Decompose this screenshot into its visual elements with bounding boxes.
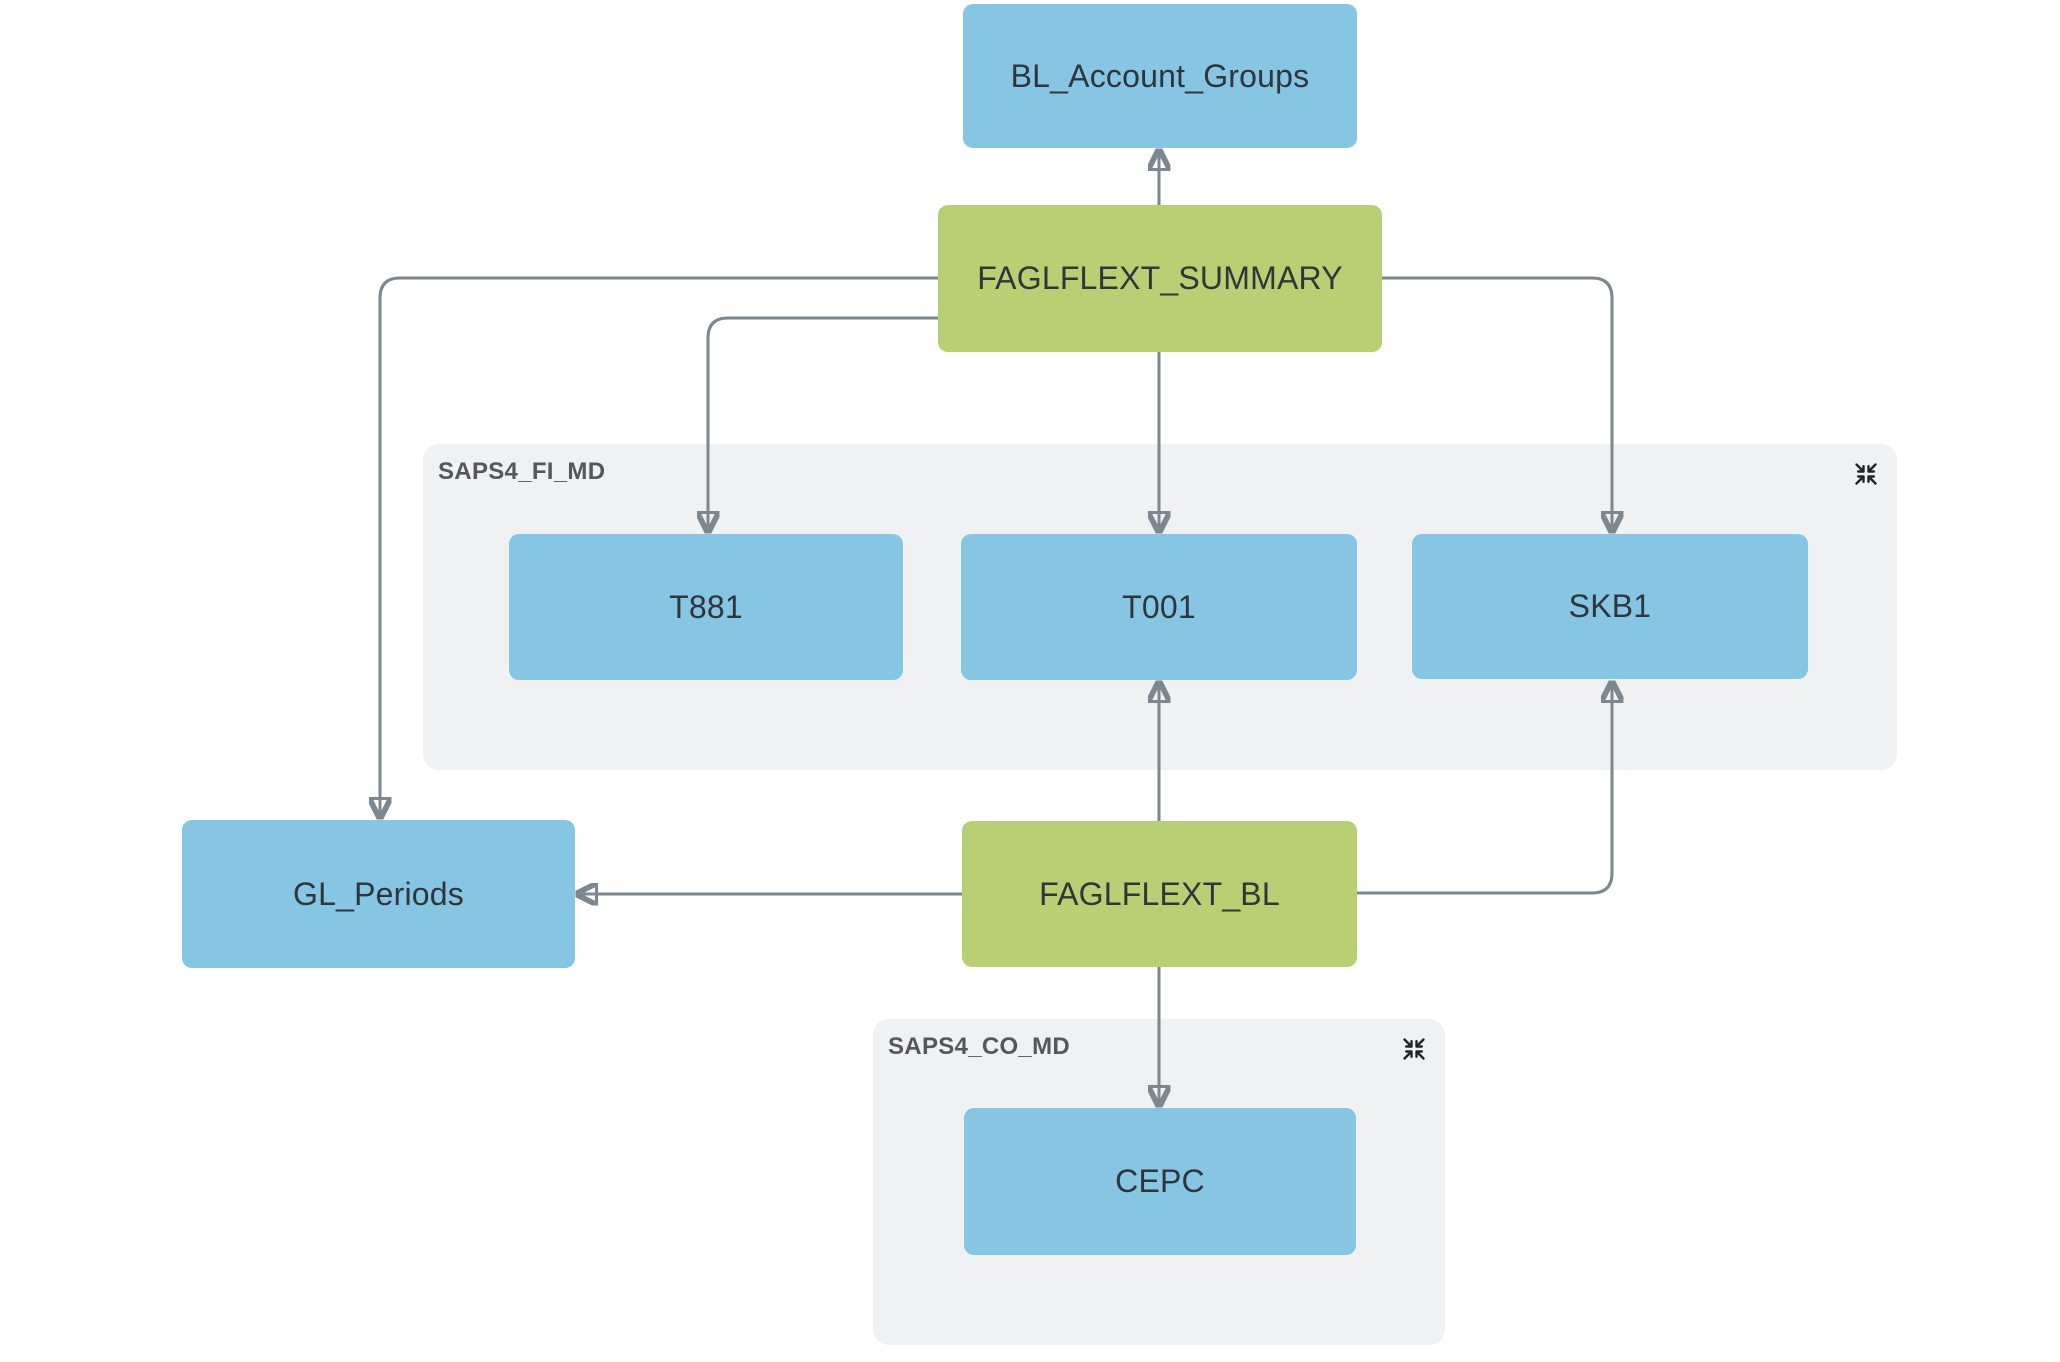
node-cepc[interactable]: CEPC	[964, 1108, 1356, 1255]
group-label: SAPS4_CO_MD	[888, 1033, 1071, 1060]
node-t001[interactable]: T001	[961, 534, 1357, 680]
edge-summary-to-skb1	[1382, 276, 1612, 529]
node-t881[interactable]: T881	[509, 534, 903, 680]
node-label: SKB1	[1568, 588, 1652, 624]
node-bl-account-groups[interactable]: BL_Account_Groups	[963, 4, 1357, 148]
node-faglflext-summary[interactable]: FAGLFLEXT_SUMMARY	[938, 205, 1382, 352]
node-label: FAGLFLEXT_BL	[1039, 875, 1280, 912]
node-label: T001	[1122, 588, 1196, 625]
collapse-icon	[1855, 463, 1877, 485]
node-label: BL_Account_Groups	[1010, 57, 1310, 94]
edge-bl-to-skb1	[1357, 685, 1612, 895]
node-label: GL_Periods	[293, 875, 464, 912]
edge-summary-to-t881	[708, 316, 938, 529]
node-label: FAGLFLEXT_SUMMARY	[977, 260, 1343, 296]
group-collapse-button[interactable]	[1399, 1034, 1429, 1064]
node-faglflext-bl[interactable]: FAGLFLEXT_BL	[962, 821, 1357, 967]
node-skb1[interactable]: SKB1	[1412, 534, 1808, 679]
collapse-icon	[1403, 1038, 1425, 1060]
node-gl-periods[interactable]: GL_Periods	[182, 820, 575, 968]
group-label: SAPS4_FI_MD	[438, 458, 606, 485]
node-label: CEPC	[1115, 1163, 1205, 1199]
edge-summary-to-gl-periods	[380, 276, 938, 815]
node-label: T881	[669, 588, 743, 625]
group-collapse-button[interactable]	[1851, 459, 1881, 489]
